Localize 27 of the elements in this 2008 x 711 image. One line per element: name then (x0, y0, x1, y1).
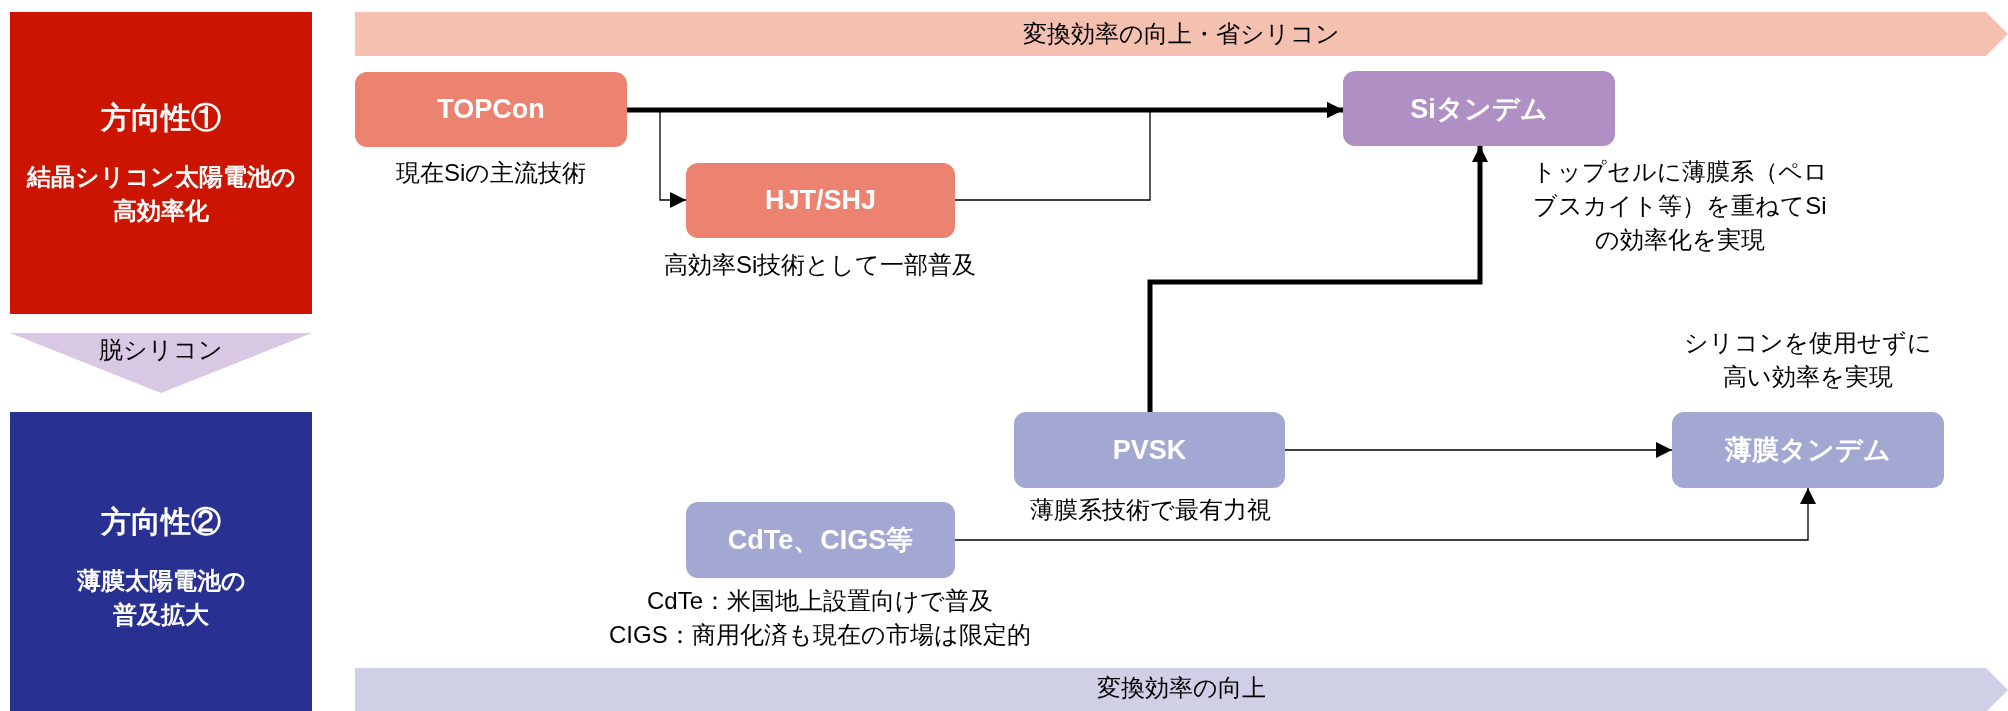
arrow (626, 109, 687, 208)
arrow (1284, 442, 1673, 458)
category-panel (10, 412, 312, 711)
process-box: PVSK (1014, 412, 1285, 488)
process-box: HJT/SHJ (686, 163, 955, 238)
edge-label: 脱シリコン (99, 335, 223, 365)
arrow-band: 変換効率の向上・省シリコン (355, 12, 2008, 56)
chevron-arrow (10, 333, 312, 393)
caption-text: CdTe：米国地上設置向けで普及 (647, 586, 994, 616)
panel-heading: 方向性① (100, 100, 222, 136)
caption-text: 高効率Si技術として一部普及 (664, 250, 977, 280)
process-box: Siタンデム (1343, 71, 1615, 146)
caption-text: 現在Siの主流技術 (396, 158, 587, 188)
arrow (1147, 146, 1488, 412)
panel-heading: 方向性② (100, 504, 222, 540)
category-panel (10, 12, 312, 314)
caption-text: CIGS：商用化済も現在の市場は限定的 (609, 620, 1031, 650)
caption-text: トップセルに薄膜系（ペロブスカイト等）を重ねてSiの効率化を実現 (1531, 157, 1829, 255)
panel-text: 薄膜太陽電池の普及拡大 (75, 566, 247, 630)
panel-text: 結晶シリコン太陽電池の高効率化 (25, 162, 297, 226)
arrow (954, 487, 1816, 541)
process-box: 薄膜タンデム (1672, 412, 1944, 488)
process-box: CdTe、CIGS等 (686, 502, 955, 578)
process-box: TOPCon (355, 72, 627, 147)
caption-text: シリコンを使用せずに高い効率を実現 (1683, 328, 1933, 392)
caption-text: 薄膜系技術で最有力視 (1029, 495, 1271, 525)
arrow-band: 変換効率の向上 (355, 668, 2008, 711)
